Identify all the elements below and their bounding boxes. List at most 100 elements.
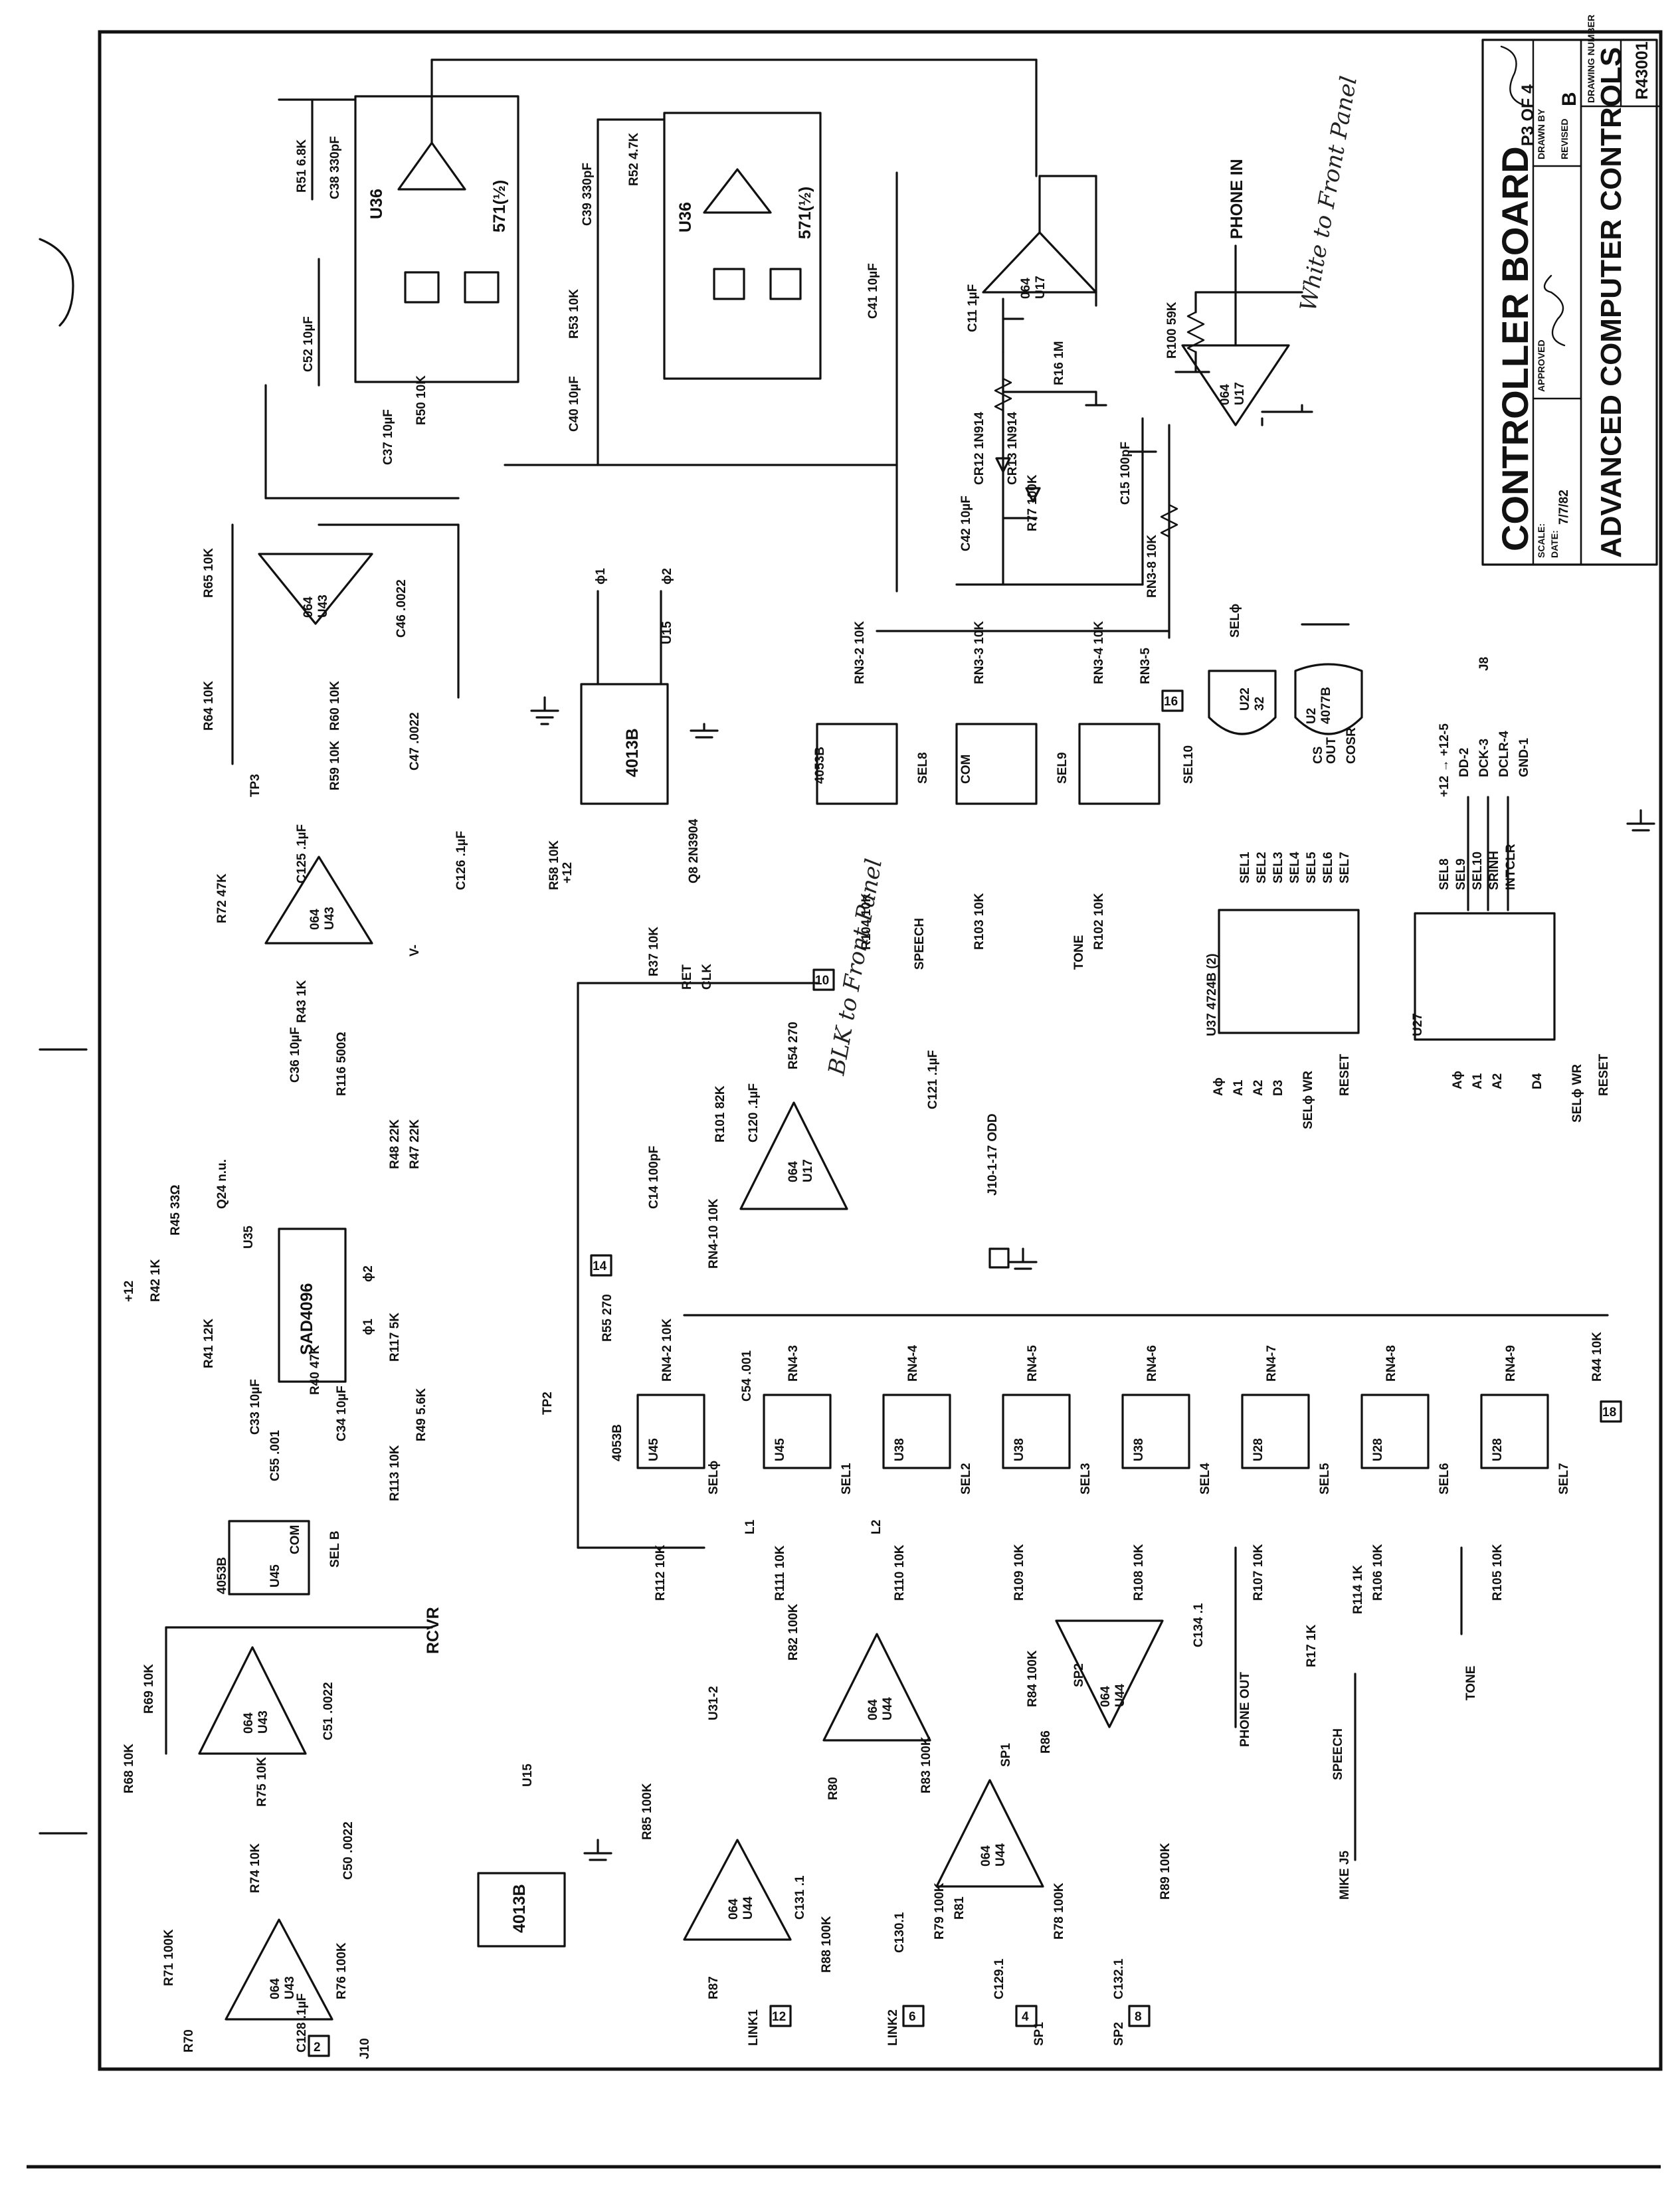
svg-text:White to Front Panel: White to Front Panel [1295, 74, 1362, 314]
svg-text:U43: U43 [323, 907, 337, 930]
u35-bbd: SAD4096 U35 R45 33Ω Q24 n.u. R48 22K R47… [122, 1119, 555, 1501]
svg-text:U31-2: U31-2 [707, 1686, 721, 1720]
svg-text:SELϕ: SELϕ [1228, 604, 1242, 638]
svg-text:R59 10K: R59 10K [328, 741, 342, 790]
svg-text:R70: R70 [182, 2029, 196, 2053]
svg-text:U17: U17 [1233, 382, 1247, 405]
svg-text:RN4-7: RN4-7 [1265, 1345, 1279, 1382]
svg-text:C14 100pF: C14 100pF [647, 1146, 661, 1209]
output-nets: PHONE OUT SPEECH TONE MIKE J5 R17 1K R11… [1234, 1546, 1478, 1900]
svg-text:GND-1: GND-1 [1517, 737, 1531, 777]
svg-text:RN4-8: RN4-8 [1384, 1345, 1398, 1382]
svg-text:SEL10: SEL10 [1471, 852, 1485, 890]
svg-text:RN4-9: RN4-9 [1504, 1345, 1518, 1382]
svg-text:064: 064 [1099, 1686, 1113, 1707]
svg-text:RCVR: RCVR [424, 1607, 442, 1654]
svg-text:064: 064 [866, 1699, 880, 1720]
svg-text:064: 064 [302, 596, 316, 618]
svg-text:RN3-2 10K: RN3-2 10K [853, 621, 867, 684]
svg-text:ϕ2: ϕ2 [361, 1265, 375, 1282]
svg-text:A1: A1 [1232, 1079, 1246, 1096]
svg-text:J10-1-17 ODD: J10-1-17 ODD [986, 1113, 1000, 1196]
svg-text:C11 1µF: C11 1µF [966, 284, 980, 332]
svg-text:R107 10K: R107 10K [1252, 1544, 1265, 1601]
handwritten-note-blk: BLK to Front Panel [823, 857, 887, 1078]
svg-text:R55 270: R55 270 [601, 1294, 614, 1342]
svg-text:DD-2: DD-2 [1457, 748, 1471, 777]
svg-text:U36: U36 [367, 189, 386, 219]
svg-text:OUT: OUT [1325, 737, 1339, 765]
svg-text:R114 1K: R114 1K [1351, 1565, 1365, 1614]
svg-text:SEL7: SEL7 [1557, 1463, 1571, 1495]
svg-text:SEL9: SEL9 [1056, 752, 1070, 784]
svg-text:INTCLR: INTCLR [1504, 844, 1518, 890]
svg-text:R37 10K: R37 10K [647, 927, 661, 976]
svg-text:C129.1: C129.1 [992, 1958, 1006, 1999]
svg-text:U43: U43 [316, 594, 330, 618]
svg-text:U45: U45 [647, 1438, 661, 1461]
svg-text:V-: V- [408, 945, 422, 957]
svg-text:LINK2: LINK2 [886, 2009, 900, 2046]
svg-text:SEL9: SEL9 [1454, 858, 1468, 890]
svg-text:R47 22K: R47 22K [408, 1119, 422, 1169]
margin-marks [39, 238, 88, 1835]
svg-text:12: 12 [772, 2010, 786, 2024]
svg-text:SEL3: SEL3 [1271, 852, 1285, 883]
svg-text:R109 10K: R109 10K [1012, 1544, 1026, 1601]
svg-text:DCLR-4: DCLR-4 [1497, 731, 1511, 777]
svg-text:R54 270: R54 270 [787, 1022, 800, 1069]
svg-text:U43: U43 [256, 1710, 270, 1734]
svg-text:SEL10: SEL10 [1182, 745, 1196, 784]
u17-opamp-a [982, 231, 1097, 294]
svg-text:R101 82K: R101 82K [713, 1085, 727, 1142]
svg-text:SELϕ WR: SELϕ WR [1301, 1071, 1315, 1129]
svg-text:U38: U38 [1012, 1438, 1026, 1461]
svg-text:R87: R87 [707, 1976, 721, 1999]
revised-label: REVISED [1559, 119, 1570, 159]
svg-text:R44 10K: R44 10K [1590, 1332, 1604, 1382]
svg-text:C125 .1µF: C125 .1µF [295, 824, 309, 883]
svg-text:R74 10K: R74 10K [248, 1843, 262, 1893]
svg-text:4013B: 4013B [623, 728, 642, 777]
svg-text:6: 6 [909, 2010, 916, 2024]
svg-text:R43 1K: R43 1K [295, 980, 309, 1023]
svg-text:RN4-5: RN4-5 [1026, 1345, 1040, 1382]
svg-text:R80: R80 [826, 1777, 840, 1800]
svg-text:C120 .1µF: C120 .1µF [747, 1083, 761, 1142]
svg-text:U27: U27 [1411, 1013, 1425, 1036]
svg-text:RN3-3 10K: RN3-3 10K [973, 621, 986, 684]
svg-text:C39 330pF: C39 330pF [581, 163, 595, 226]
svg-text:TONE: TONE [1464, 1666, 1478, 1700]
svg-text:R68 10K: R68 10K [122, 1744, 136, 1793]
u15-flipflop-clock: 4013B U15 ϕ1 ϕ2 R58 10K Q8 2N3904 R37 10… [547, 568, 714, 990]
svg-text:+12: +12 [561, 862, 575, 883]
svg-text:RN4-6: RN4-6 [1145, 1345, 1159, 1382]
svg-text:COM: COM [288, 1525, 302, 1554]
svg-text:ϕ1: ϕ1 [594, 568, 608, 585]
drawn-by-signature [1543, 274, 1566, 347]
u45-mux-left: 4053B U45 COM SEL B RCVR [165, 1520, 442, 1654]
svg-text:571(½): 571(½) [796, 187, 814, 239]
svg-text:C40 10µF: C40 10µF [567, 376, 581, 432]
svg-text:R48 22K: R48 22K [388, 1119, 402, 1169]
svg-text:RN4-4: RN4-4 [906, 1345, 920, 1382]
svg-text:SEL3: SEL3 [1079, 1463, 1093, 1495]
svg-text:SP1: SP1 [1032, 2022, 1046, 2046]
svg-text:SEL4: SEL4 [1198, 1463, 1212, 1495]
svg-text:R100 59K: R100 59K [1165, 302, 1179, 359]
svg-text:R117 5K: R117 5K [388, 1313, 402, 1362]
svg-text:SEL8: SEL8 [916, 752, 930, 784]
svg-text:064: 064 [727, 1898, 741, 1920]
svg-text:C38 330pF: C38 330pF [328, 136, 342, 199]
j10-pin-14: 14 [593, 1259, 607, 1273]
svg-text:RN4-2 10K: RN4-2 10K [660, 1319, 674, 1382]
svg-text:TONE: TONE [1072, 935, 1086, 970]
j8-connector: +12 → +12-5 DD-2 DCK-3 DCLR-4 GND-1 J8 [1438, 657, 1531, 911]
u36-compandor-b: U36 571(½) C39 330pF R52 4.7K C41 10µF R… [504, 112, 898, 593]
svg-text:U36: U36 [676, 202, 695, 232]
svg-text:CR13 1N914: CR13 1N914 [1006, 412, 1020, 485]
svg-text:U44: U44 [881, 1697, 895, 1720]
svg-text:SP1: SP1 [999, 1743, 1013, 1767]
